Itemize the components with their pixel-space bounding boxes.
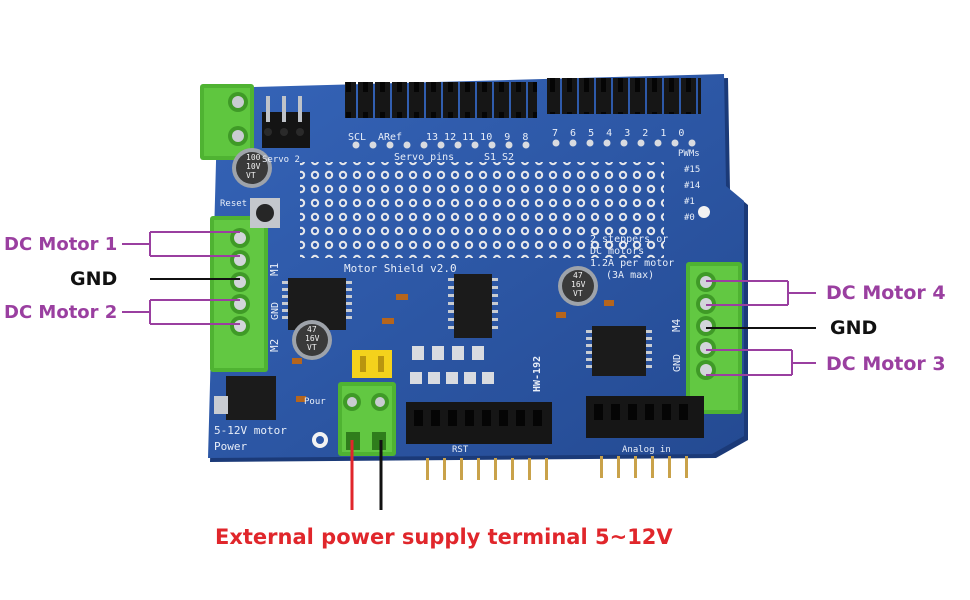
silk-power-1: 5-12V motor [214, 424, 287, 437]
bottom-pins [426, 456, 688, 480]
led-pads [410, 346, 494, 384]
cap-mid-1: 47 [307, 325, 317, 334]
silk-pins-low: 7 6 5 4 3 2 1 0 [552, 128, 684, 139]
prototype-area [300, 162, 664, 258]
silk-gnd-left: GND [270, 302, 281, 320]
silk-scl: SCL [348, 132, 366, 143]
cap-right-1: 47 [573, 271, 583, 280]
driver-chip-right [586, 326, 652, 376]
silk-pwm14: #14 [684, 181, 700, 191]
silk-pwm15: #15 [684, 165, 700, 175]
cap-right-3: VT [573, 289, 583, 298]
silk-gnd-right: GND [672, 354, 683, 372]
smd-resistors [292, 294, 614, 402]
dc-motor-1-bracket [122, 231, 240, 257]
silkscreen: SCL ARef 13 12 11 10 9 8 7 6 5 4 3 2 1 0… [214, 128, 700, 455]
dc-motor-2-bracket [122, 299, 240, 325]
silk-pwm1: #1 [684, 197, 695, 207]
silk-s2: S2 [502, 152, 514, 163]
label-dc-motor-4: DC Motor 4 [826, 282, 946, 304]
dc-motor-4-bracket [706, 280, 816, 306]
cap-mid-3: VT [307, 343, 317, 352]
silk-s1: S1 [484, 152, 496, 163]
cap-right-2: 16V [571, 280, 586, 289]
top-pad-row [352, 139, 696, 149]
silk-board-title: Motor Shield v2.0 [344, 262, 457, 275]
cap-left-3: VT [246, 171, 256, 180]
silk-pwr: Pour [304, 397, 326, 407]
cap-left-2: 10V [246, 162, 261, 171]
capacitor-left [232, 148, 272, 188]
cap-mid-2: 16V [305, 334, 320, 343]
label-gnd-left: GND [70, 268, 118, 290]
reset-button-part [250, 198, 280, 228]
terminal-top-left [200, 84, 254, 160]
capacitor-right [558, 266, 598, 306]
silk-steppers-1: 2 steppers or [590, 234, 668, 245]
silk-steppers-3: 1.2A per motor [590, 258, 674, 269]
silk-reset: Reset [220, 199, 247, 209]
silk-steppers-4: (3A max) [606, 270, 654, 281]
external-power-terminal [338, 382, 396, 456]
pwm-chip-center [448, 274, 498, 338]
silk-m1: M1 [268, 263, 281, 276]
voltage-regulator [214, 376, 276, 420]
silk-rst: RST [452, 445, 469, 455]
silk-pwms: PWMs [678, 149, 700, 159]
label-dc-motor-2: DC Motor 2 [4, 302, 118, 323]
silk-analog: Analog in [622, 445, 671, 455]
power-jumper [352, 350, 392, 378]
terminal-m1-m2 [210, 216, 268, 372]
silk-pwm0: #0 [684, 213, 695, 223]
cap-left-1: 100 [246, 153, 261, 162]
mounting-holes [312, 206, 710, 448]
header-digital-high [345, 82, 537, 118]
label-external-power: External power supply terminal 5~12V [215, 525, 673, 549]
silk-servo2: Servo 2 [262, 155, 300, 165]
header-analog [586, 396, 704, 438]
silk-m4: M4 [670, 318, 683, 332]
label-gnd-right: GND [830, 317, 878, 339]
silk-power-2: Power [214, 440, 247, 453]
capacitor-mid [292, 320, 332, 360]
terminal-m3-m4 [686, 262, 742, 414]
label-dc-motor-3: DC Motor 3 [826, 353, 946, 375]
silk-servo-pins: Servo pins [394, 152, 454, 163]
silk-steppers-2: DC motors [590, 246, 644, 257]
capacitor-markings: 100 10V VT 47 16V VT 47 16V VT [246, 153, 586, 352]
label-dc-motor-1: DC Motor 1 [4, 234, 118, 255]
header-digital-low [547, 78, 701, 114]
header-power-rst [406, 402, 552, 444]
silk-model: HW-192 [532, 356, 543, 392]
dc-motor-3-bracket [706, 349, 816, 376]
silk-m2: M2 [268, 339, 281, 352]
silk-pins-high: 13 12 11 10 9 8 [426, 132, 528, 143]
annotation-lines [122, 231, 816, 510]
silk-aref: ARef [378, 132, 402, 143]
servo-header [262, 96, 310, 148]
